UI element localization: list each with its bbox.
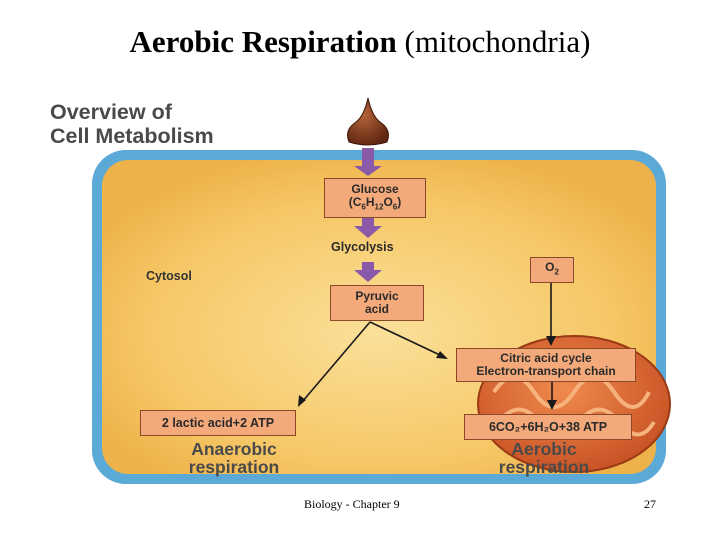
- glucose-box: Glucose (C6H12O6): [324, 178, 426, 218]
- citric-line2: Electron-transport chain: [476, 364, 616, 378]
- footer-page-number: 27: [644, 497, 656, 511]
- cytosol-label: Cytosol: [146, 269, 192, 283]
- citric-acid-box: Citric acid cycle Electron-transport cha…: [456, 348, 636, 382]
- figure-title-line2: Cell Metabolism: [50, 124, 214, 148]
- footer-center: Biology - Chapter 9: [304, 497, 400, 511]
- figure-title: Overview of Cell Metabolism: [50, 100, 214, 148]
- citric-line1: Citric acid cycle: [500, 351, 592, 365]
- oxygen-box: O2: [530, 257, 574, 283]
- arrowheads: [298, 336, 557, 410]
- oxygen-formula: O2: [545, 260, 559, 277]
- aerobic-products-box: 6CO₂+6H₂O+38 ATP: [464, 414, 632, 440]
- glucose-formula: (C6H12O6): [348, 194, 402, 212]
- anaerobic-label: Anaerobic respiration: [188, 439, 280, 477]
- lactic-acid-box: 2 lactic acid+2 ATP: [140, 410, 296, 436]
- branch-arrows: [301, 282, 553, 404]
- pyruvic-line2: acid: [364, 302, 389, 316]
- slide-title-bold: Aerobic Respiration: [129, 24, 397, 59]
- food-icon: [347, 97, 389, 146]
- glycolysis-label: Glycolysis: [331, 240, 394, 254]
- aerobic-label: Aerobic respiration: [498, 439, 590, 477]
- pyruvic-acid-box: Pyruvic acid: [330, 285, 424, 321]
- glucose-label: Glucose: [351, 181, 399, 196]
- metabolism-figure: Overview of Cell Metabolism Cytosol Gluc…: [44, 92, 672, 490]
- slide-title: Aerobic Respiration (mitochondria): [0, 24, 720, 60]
- purple-arrows: [354, 148, 382, 282]
- pyruvic-line1: Pyruvic: [355, 289, 399, 303]
- figure-title-line1: Overview of: [50, 100, 172, 124]
- slide-title-rest: (mitochondria): [396, 24, 591, 59]
